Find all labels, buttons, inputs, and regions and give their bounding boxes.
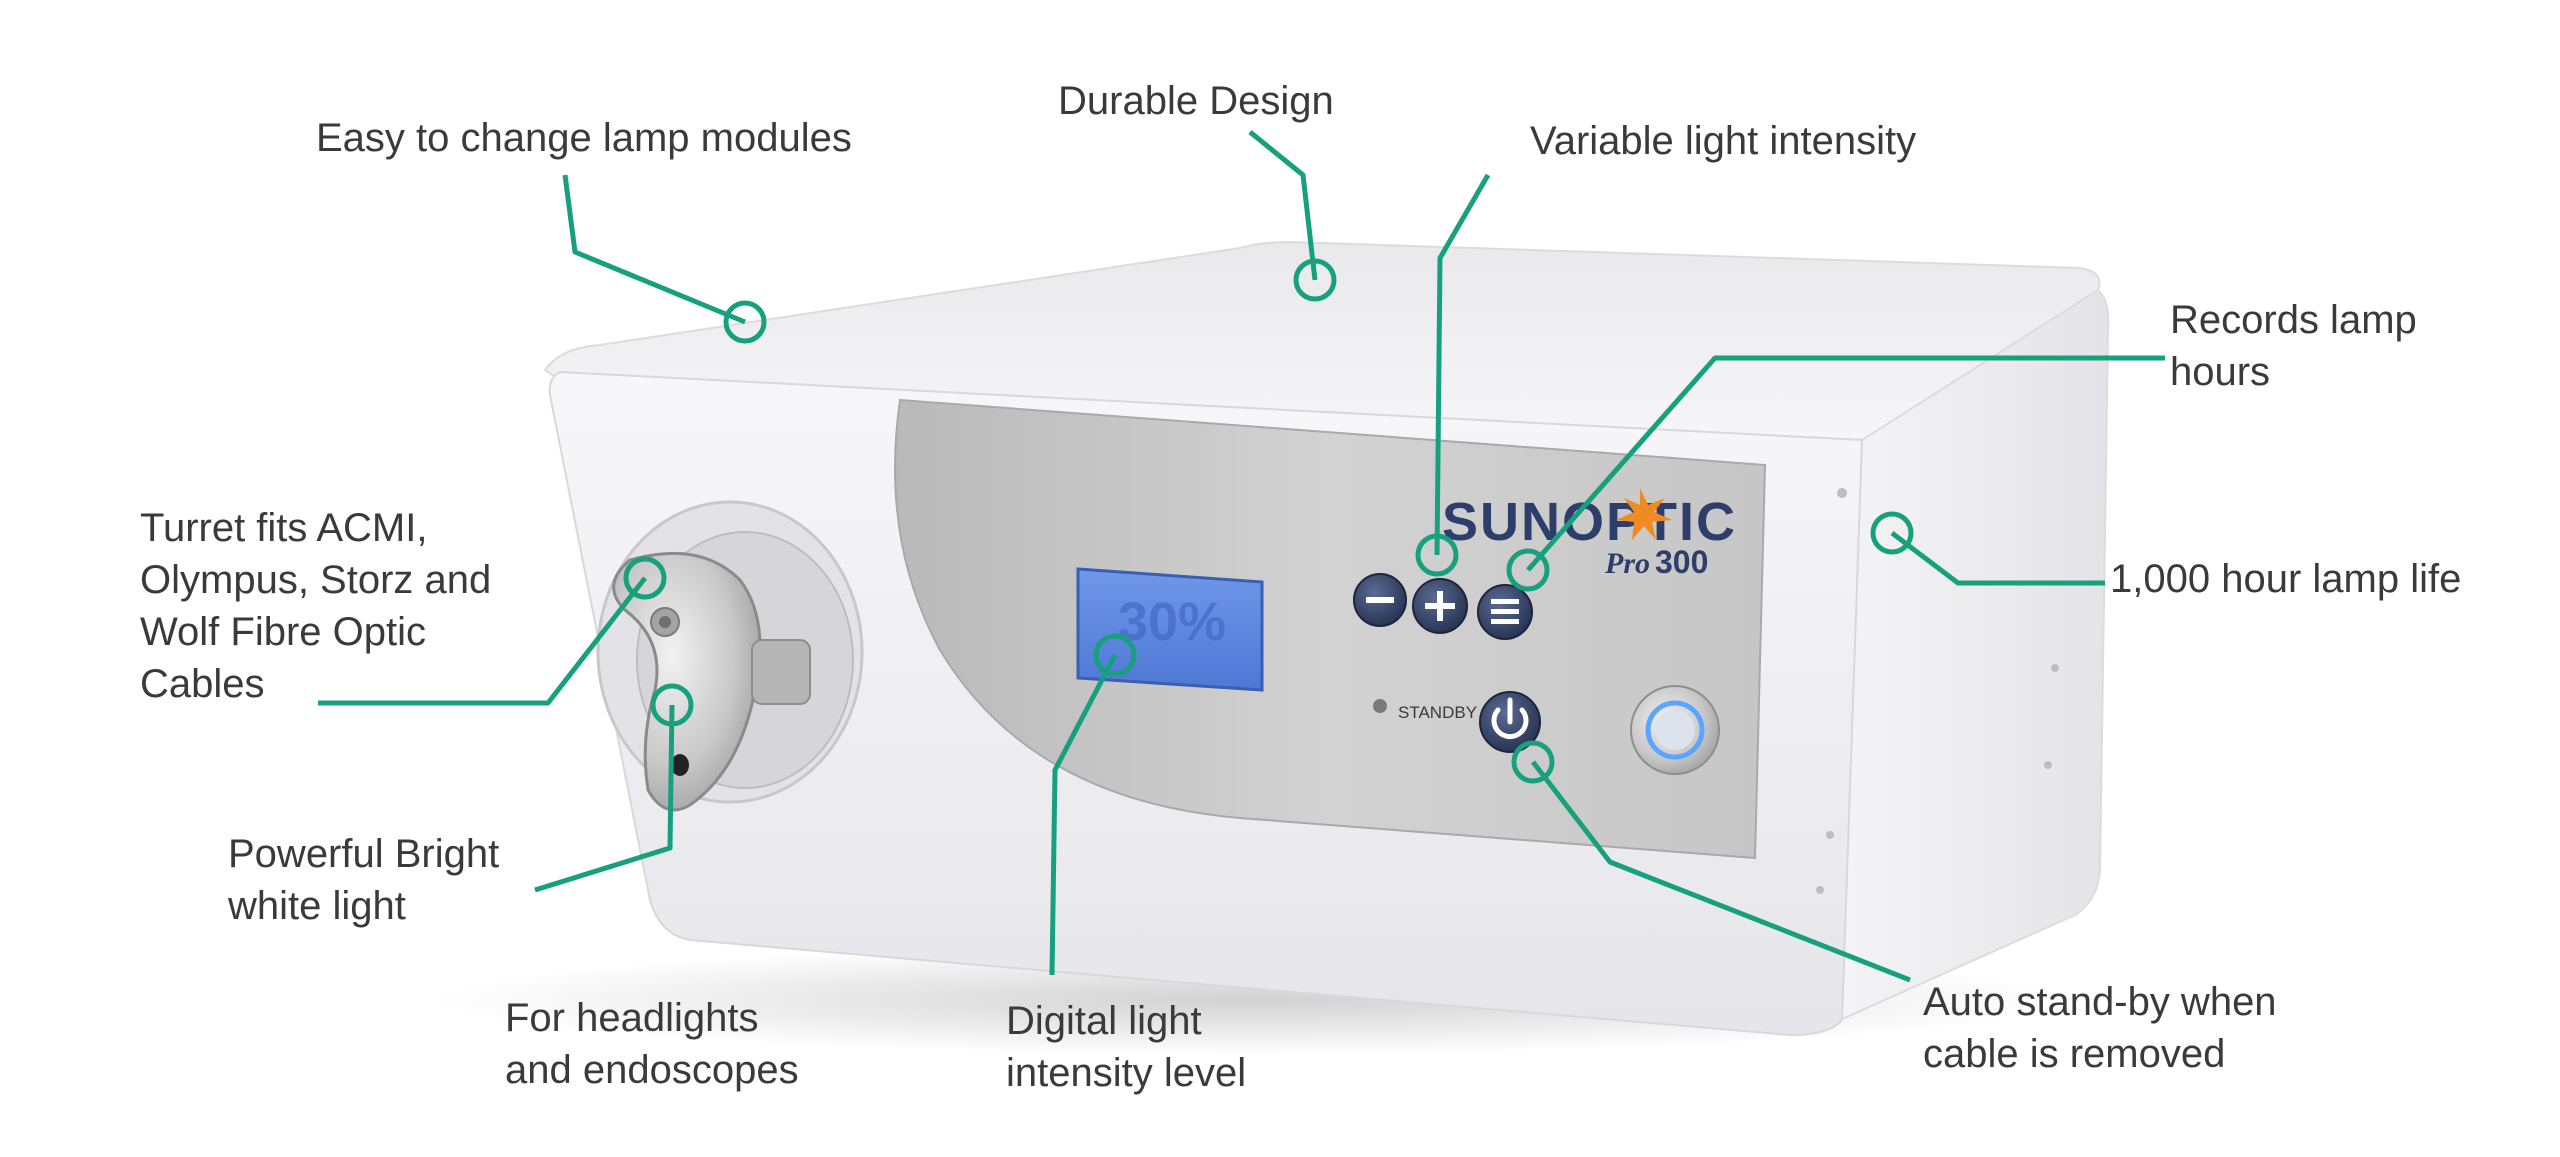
turret-port: [751, 639, 811, 705]
callout-digital: Digital light intensity level: [1006, 995, 1246, 1099]
callout-marker-bright: [650, 683, 694, 727]
callout-marker-records: [1506, 548, 1550, 592]
callout-text-line: Cables: [140, 662, 265, 706]
callout-marker-digital: [1093, 633, 1137, 677]
device-top: [543, 240, 2101, 442]
callout-text-line: Auto stand-by when: [1923, 980, 2277, 1024]
callout-lines: [318, 130, 2165, 983]
turret-knob[interactable]: [612, 551, 762, 812]
callout-text-line: cable is removed: [1923, 1032, 2226, 1076]
main-switch[interactable]: [1630, 685, 1720, 775]
callout-text-line: white light: [228, 884, 406, 928]
callout-line-lamp-modules: [562, 174, 746, 325]
callout-line-bright: [534, 704, 675, 893]
minus-icon: [1366, 597, 1394, 603]
minus-button[interactable]: [1353, 573, 1407, 627]
callout-marker-lamp-modules: [723, 300, 767, 344]
callout-line-records: [1526, 355, 2165, 572]
callout-headlights: For headlights and endoscopes: [505, 992, 799, 1096]
callout-line-variable: [1434, 173, 1491, 556]
callout-text-line: Wolf Fibre Optic: [140, 610, 426, 654]
callout-text-line: hours: [2170, 350, 2271, 394]
callout-line-standby: [1531, 760, 1911, 983]
power-button[interactable]: [1479, 691, 1541, 753]
device-side: [1838, 288, 2110, 1022]
front-panel: [894, 398, 1767, 860]
callout-marker-lamp-life: [1870, 511, 1914, 555]
plus-icon: [1425, 591, 1455, 621]
callout-text-line: Variable light intensity: [1530, 119, 1917, 163]
callout-marker-standby: [1511, 740, 1555, 784]
callout-text-line: For headlights: [505, 996, 759, 1040]
callout-text-line: Powerful Bright: [228, 832, 500, 876]
callout-marker-variable: [1415, 533, 1459, 577]
callout-text-line: Durable Design: [1058, 79, 1334, 123]
callout-variable: Variable light intensity: [1530, 115, 1916, 167]
callout-text-line: intensity level: [1006, 1051, 1247, 1095]
callout-text-line: Easy to change lamp modules: [316, 116, 852, 160]
callout-marker-turret: [623, 556, 667, 600]
callout-bright: Powerful Bright white light: [228, 828, 499, 932]
side-screws: [1816, 488, 2059, 894]
callout-text-line: 1,000 hour lamp life: [2110, 557, 2462, 601]
callout-line-turret: [318, 576, 647, 706]
switch-led-ring: [1645, 700, 1705, 760]
callout-text-line: Olympus, Storz and: [140, 558, 492, 602]
callout-text-line: Records lamp: [2170, 298, 2417, 342]
callout-records: Records lamp hours: [2170, 294, 2417, 398]
callout-lamp-life: 1,000 hour lamp life: [2110, 553, 2461, 605]
standby-led: [1373, 699, 1387, 713]
callout-standby: Auto stand-by when cable is removed: [1923, 976, 2277, 1080]
callout-line-digital: [1049, 653, 1118, 976]
model-script: Pro: [1604, 547, 1650, 580]
menu-icon: [1491, 599, 1519, 624]
power-icon: [1491, 697, 1529, 740]
callout-text-line: and endoscopes: [505, 1048, 799, 1092]
callout-text-line: Turret fits ACMI,: [140, 506, 428, 550]
callout-line-lamp-life: [1890, 531, 2105, 586]
callout-lamp-modules: Easy to change lamp modules: [316, 112, 852, 164]
callout-marker-durable: [1293, 258, 1337, 302]
callout-line-durable: [1248, 130, 1318, 281]
sun-burst-icon: [1616, 488, 1672, 540]
lcd-value: 30%: [1118, 592, 1226, 652]
callout-text-line: Digital light: [1006, 999, 1202, 1043]
lcd-screen: [1076, 567, 1264, 692]
model-number: 300: [1655, 544, 1708, 580]
menu-button[interactable]: [1477, 584, 1533, 640]
callout-durable: Durable Design: [1058, 75, 1334, 127]
standby-label: STANDBY: [1398, 703, 1477, 722]
plus-button[interactable]: [1412, 578, 1468, 634]
